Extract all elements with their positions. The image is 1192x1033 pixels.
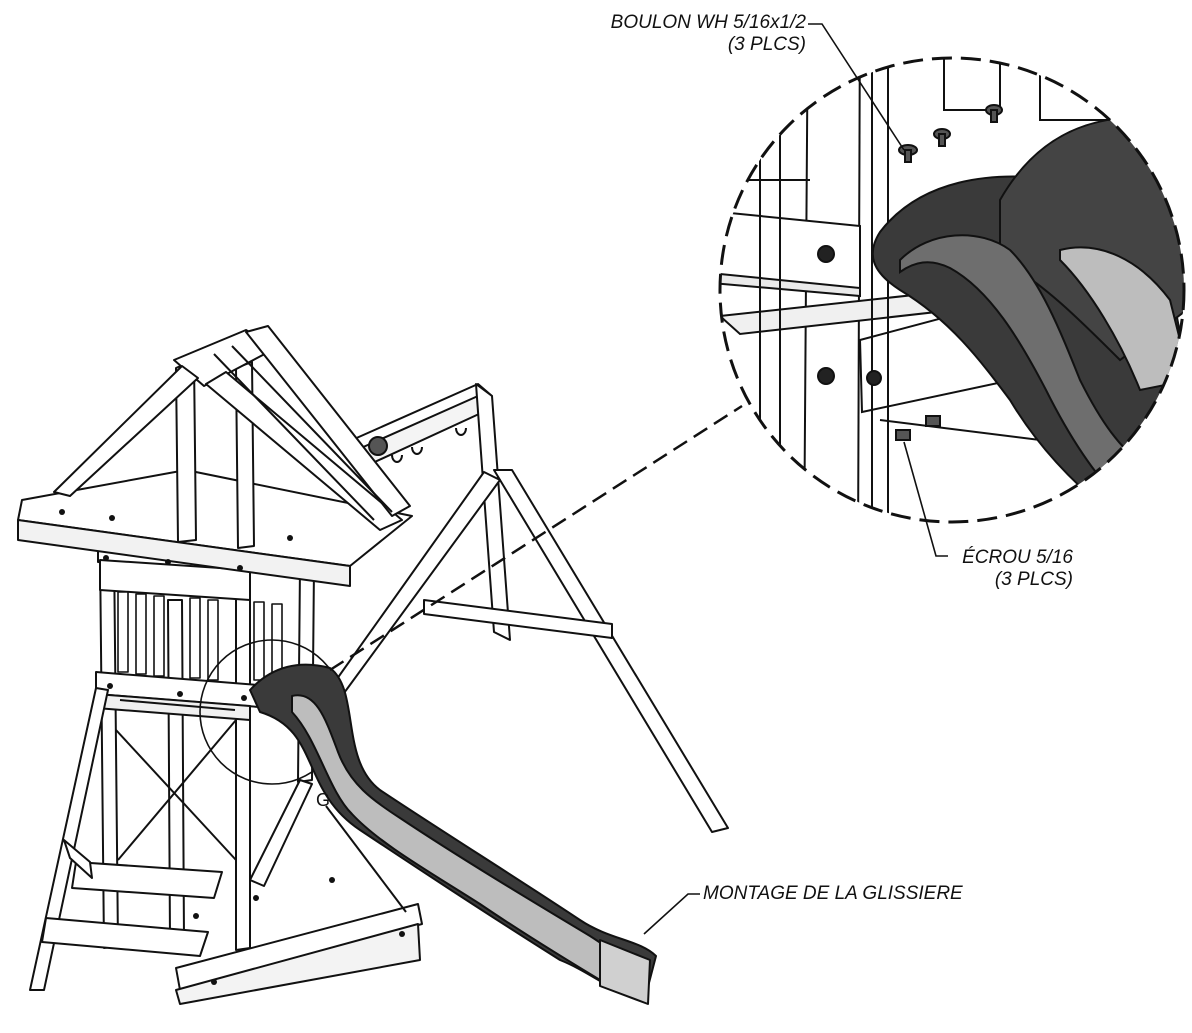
leader-lines bbox=[643, 23, 948, 935]
playset-structure bbox=[17, 325, 729, 1005]
ladder bbox=[29, 687, 223, 991]
nut-callout-line2: (3 PLCS) bbox=[994, 569, 1073, 590]
swing-frame bbox=[321, 383, 729, 833]
bolt-callout-line2: (3 PLCS) bbox=[727, 34, 806, 55]
detail-connector bbox=[329, 404, 743, 672]
nut-callout: ÉCROU 5/16 (3 PLCS) bbox=[955, 547, 1073, 591]
slide-assembly-callout: MONTAGE DE LA GLISSIERE bbox=[703, 883, 963, 904]
railing bbox=[117, 591, 283, 683]
slide-exit bbox=[599, 939, 651, 1005]
base bbox=[175, 779, 423, 1005]
hardware-dots bbox=[59, 509, 405, 985]
detail-circle-outline bbox=[718, 56, 1186, 524]
bolt-callout: BOULON WH 5/16x1/2 (3 PLCS) bbox=[524, 12, 806, 56]
bolt-callout-line1: BOULON WH 5/16x1/2 bbox=[610, 12, 806, 33]
roof bbox=[17, 325, 413, 587]
bolt-heads bbox=[898, 104, 1003, 163]
nut-callout-line1: ÉCROU 5/16 bbox=[962, 547, 1073, 568]
detail-view bbox=[718, 56, 1186, 524]
detail-marker-letter: G bbox=[316, 790, 330, 810]
nuts bbox=[895, 415, 941, 441]
slide bbox=[249, 663, 657, 1005]
